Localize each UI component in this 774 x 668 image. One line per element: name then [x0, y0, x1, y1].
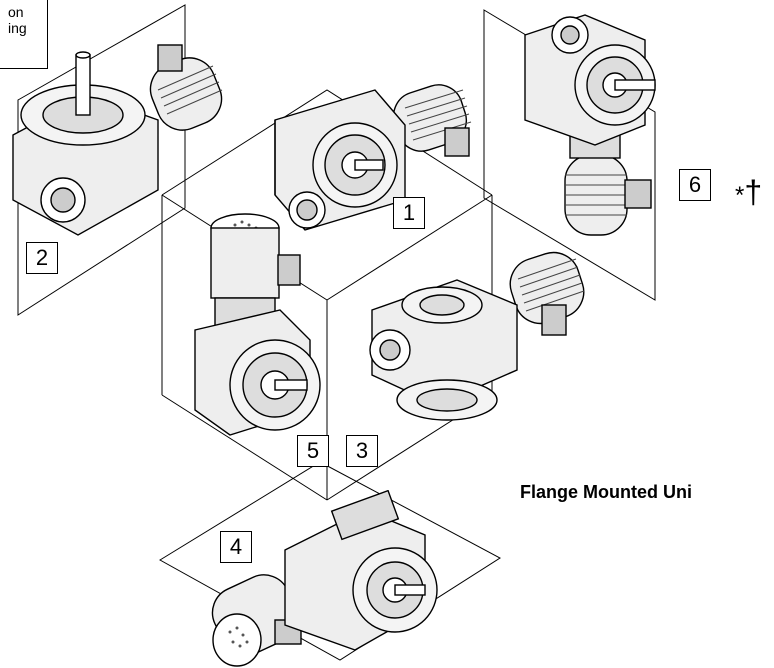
gearmotor-position-3	[369, 251, 585, 421]
motor-body	[210, 227, 280, 299]
terminal-box	[541, 304, 567, 336]
gearmotor-position-1	[274, 84, 472, 231]
top-left-note: on ing	[0, 0, 48, 69]
terminal-box	[157, 44, 183, 72]
position-label-1: 1	[393, 197, 425, 229]
cube-top-front-right	[326, 194, 493, 301]
asterisk-symbol: *	[735, 182, 745, 209]
plane-left	[17, 4, 186, 316]
footnote-symbols: *†	[735, 172, 762, 212]
position-label-4: 4	[220, 531, 252, 563]
terminal-box	[277, 254, 301, 286]
gearmotor-position-5	[194, 213, 321, 436]
caption: Flange Mounted Uni	[520, 482, 692, 502]
position-label-5: 5	[297, 435, 329, 467]
terminal-box	[444, 127, 470, 157]
note-line-1: on	[8, 4, 24, 20]
position-label-6: 6	[679, 169, 711, 201]
position-label-3: 3	[346, 435, 378, 467]
output-shaft	[75, 54, 91, 116]
cube-bottom-left	[161, 394, 328, 501]
gearmotor-position-4	[211, 490, 438, 667]
cube-top-back-edges	[161, 89, 493, 196]
terminal-box	[624, 179, 652, 209]
gearmotor-position-2	[12, 44, 223, 236]
position-label-2: 2	[26, 242, 58, 274]
note-line-2: ing	[8, 20, 27, 36]
gearmotor-position-6	[524, 14, 656, 236]
dagger-symbol: †	[744, 174, 763, 210]
motor-fan-cover	[212, 613, 262, 667]
